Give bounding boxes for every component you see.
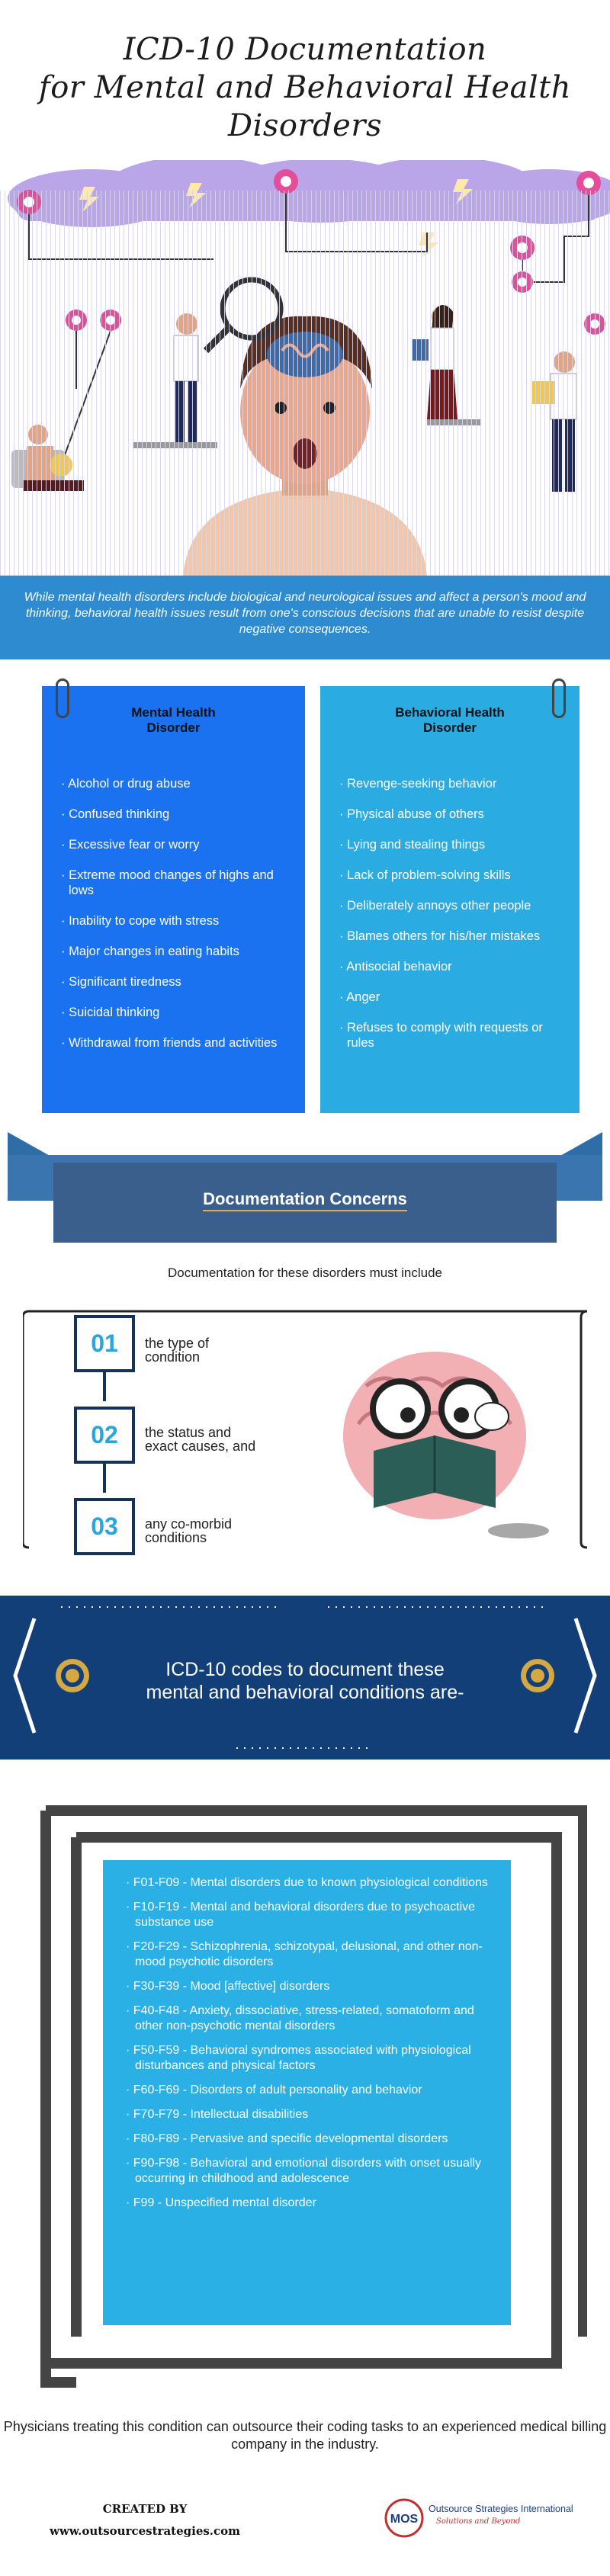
list-item: F60-F69 - Disorders of adult personality…	[126, 2083, 496, 2098]
list-item: F10-F19 - Mental and behavioral disorder…	[126, 1900, 496, 1930]
list-item: Antisocial behavior	[339, 959, 564, 974]
paperclip-icon	[56, 678, 69, 718]
step-number-01: 01	[74, 1315, 135, 1372]
concerns-title: Documentation Concerns	[0, 1189, 610, 1211]
created-by-label: CREATED BY	[102, 2502, 188, 2516]
concerns-subtitle: Documentation for these disorders must i…	[167, 1266, 442, 1280]
paperclip-icon	[552, 678, 566, 718]
company-name: Outsource Strategies International	[429, 2504, 573, 2514]
list-item: F20-F29 - Schizophrenia, schizotypal, de…	[126, 1939, 496, 1970]
website-link[interactable]: www.outsourcestrategies.com	[49, 2524, 241, 2538]
concerns-frame	[23, 1310, 587, 1549]
list-item: Major changes in eating habits	[61, 944, 290, 959]
step-text-01: the type of condition	[145, 1336, 209, 1364]
medallion-icon	[56, 1659, 89, 1692]
page-title: ICD-10 Documentation for Mental and Beha…	[0, 30, 610, 145]
list-item: Excessive fear or worry	[61, 837, 290, 852]
icd-codes-box: F01-F09 - Mental disorders due to known …	[103, 1860, 511, 2325]
list-item: Extreme mood changes of highs and lows	[61, 868, 290, 898]
medallion-icon	[521, 1659, 554, 1692]
hero-illustration	[0, 160, 610, 576]
list-item: Significant tiredness	[61, 974, 290, 990]
list-item: Revenge-seeking behavior	[339, 776, 564, 791]
behavioral-heading: Behavioral Health Disorder	[320, 705, 580, 736]
icd-banner-ornaments	[13, 1606, 597, 1749]
list-item: Withdrawal from friends and activities	[61, 1035, 290, 1051]
list-item: F30-F39 - Mood [affective] disorders	[126, 1979, 496, 1994]
codes-frame	[40, 1805, 587, 2388]
behavioral-symptom-list: Revenge-seeking behavior Physical abuse …	[339, 776, 564, 1066]
step-text-line1: the type of	[145, 1336, 210, 1351]
list-item: Refuses to comply with requests or rules	[339, 1020, 564, 1051]
mental-heading: Mental Health Disorder	[42, 705, 305, 736]
behavioral-heading-line2: Disorder	[423, 720, 477, 735]
title-line-1: ICD-10 Documentation	[123, 32, 487, 67]
step-number-03: 03	[74, 1498, 135, 1555]
step-text-line1: any co-morbid	[145, 1516, 233, 1532]
icd-intro-text: ICD-10 codes to document these mental an…	[0, 1658, 610, 1704]
list-item: F70-F79 - Intellectual disabilities	[126, 2107, 496, 2122]
company-tagline: Solutions and Beyond	[436, 2517, 521, 2526]
list-item: Deliberately annoys other people	[339, 898, 564, 913]
company-logo[interactable]: MOS Outsource Strategies International S…	[381, 2491, 602, 2545]
step-text-02: the status and exact causes, and	[145, 1426, 255, 1453]
mental-health-column: Mental Health Disorder Alcohol or drug a…	[36, 678, 305, 1119]
list-item: Blames others for his/her mistakes	[339, 929, 564, 944]
list-item: Lack of problem-solving skills	[339, 868, 564, 883]
list-item: F40-F48 - Anxiety, dissociative, stress-…	[126, 2003, 496, 2034]
concerns-ribbon	[8, 1132, 602, 1243]
step-text-line2: conditions	[145, 1530, 207, 1545]
step-text-line2: condition	[145, 1349, 201, 1365]
created-by: CREATED BY www.outsourcestrategies.com	[27, 2498, 263, 2542]
behavioral-health-column: Behavioral Health Disorder Revenge-seeki…	[320, 678, 586, 1119]
list-item: F90-F98 - Behavioral and emotional disor…	[126, 2156, 496, 2186]
mos-logo-icon: MOS	[384, 2498, 424, 2538]
mental-symptom-list: Alcohol or drug abuse Confused thinking …	[61, 776, 290, 1066]
step-text-line1: the status and	[145, 1425, 232, 1440]
list-item: F50-F59 - Behavioral syndromes associate…	[126, 2043, 496, 2074]
svg-text:MOS: MOS	[390, 2513, 419, 2526]
list-item: Inability to cope with stress	[61, 913, 290, 929]
rain-lines	[0, 191, 610, 576]
list-item: Anger	[339, 990, 564, 1005]
list-item: Suicidal thinking	[61, 1005, 290, 1020]
list-item: Confused thinking	[61, 807, 290, 822]
icd-code-list: F01-F09 - Mental disorders due to known …	[126, 1875, 496, 2220]
list-item: Lying and stealing things	[339, 837, 564, 852]
list-item: Physical abuse of others	[339, 807, 564, 822]
step-text-line2: exact causes, and	[145, 1439, 256, 1454]
brain-reading-illustration	[343, 1352, 549, 1538]
step-number-02: 02	[74, 1407, 135, 1464]
intro-banner: While mental health disorders include bi…	[0, 576, 610, 659]
step-text-03: any co-morbid conditions	[145, 1517, 232, 1545]
icd-line2: mental and behavioral conditions are-	[146, 1682, 464, 1703]
list-item: Alcohol or drug abuse	[61, 776, 290, 791]
title-line-2: for Mental and Behavioral Health	[38, 70, 572, 105]
icd-line1: ICD-10 codes to document these	[165, 1659, 445, 1680]
title-line-3: Disorders	[227, 108, 383, 143]
list-item: F01-F09 - Mental disorders due to known …	[126, 1875, 496, 1891]
mental-heading-line1: Mental Health	[131, 705, 216, 720]
list-item: F99 - Unspecified mental disorder	[126, 2196, 496, 2211]
mental-heading-line2: Disorder	[146, 720, 201, 735]
icd-banner	[0, 1596, 610, 1760]
footer-message: Physicians treating this condition can o…	[3, 2419, 607, 2452]
behavioral-heading-line1: Behavioral Health	[395, 705, 505, 720]
list-item: F80-F89 - Pervasive and specific develop…	[126, 2132, 496, 2147]
